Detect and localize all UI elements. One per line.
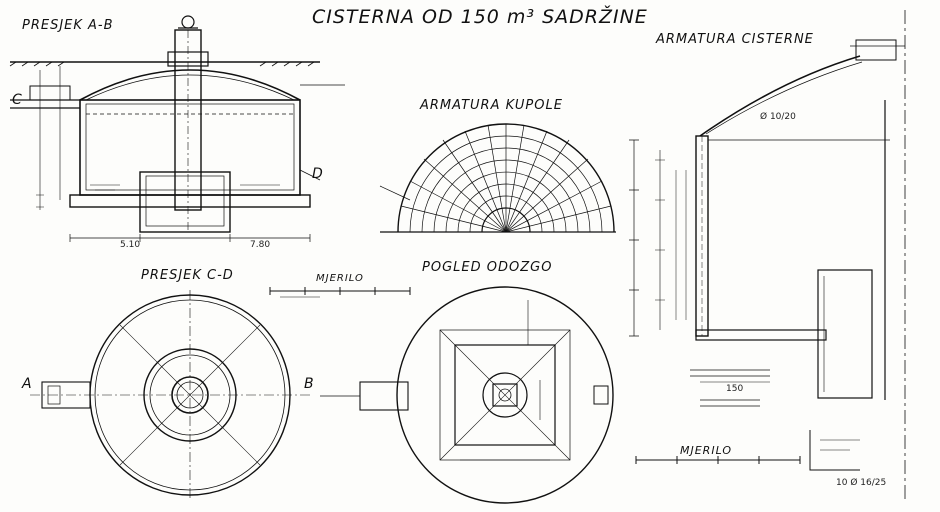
- label-top-view: POGLED ODOZGO: [422, 260, 553, 275]
- section-mark-a: A: [22, 376, 33, 392]
- section-cd-drawing: [30, 287, 411, 500]
- label-dome-reinforcement: ARMATURA KUPOLE: [420, 98, 563, 113]
- section-mark-b: B: [304, 376, 315, 392]
- reinforcement-note-2: Ø 10/20: [760, 112, 796, 122]
- section-mark-d: D: [312, 166, 324, 182]
- dim-bottom-left: 5.10: [120, 240, 141, 250]
- dome-reinforcement-drawing: [379, 123, 616, 233]
- top-view-drawing: [320, 286, 614, 504]
- dim-bottom-right: 7.80: [250, 240, 271, 250]
- drawing-title: CISTERNA OD 150 m³ SADRŽINE: [312, 6, 648, 28]
- label-scale-2: MJERILO: [680, 444, 733, 457]
- section-mark-c: C: [12, 92, 23, 108]
- dim-150: 150: [726, 384, 744, 394]
- label-section-ab: PRESJEK A-B: [22, 18, 114, 33]
- label-tank-reinforcement: ARMATURA CISTERNE: [656, 32, 814, 47]
- section-ab-drawing: [9, 15, 345, 242]
- label-scale-1: MJERILO: [316, 273, 364, 284]
- tank-reinforcement-drawing: [629, 10, 906, 500]
- label-section-cd: PRESJEK C-D: [141, 268, 234, 283]
- reinforcement-note: 10 Ø 16/25: [836, 478, 887, 488]
